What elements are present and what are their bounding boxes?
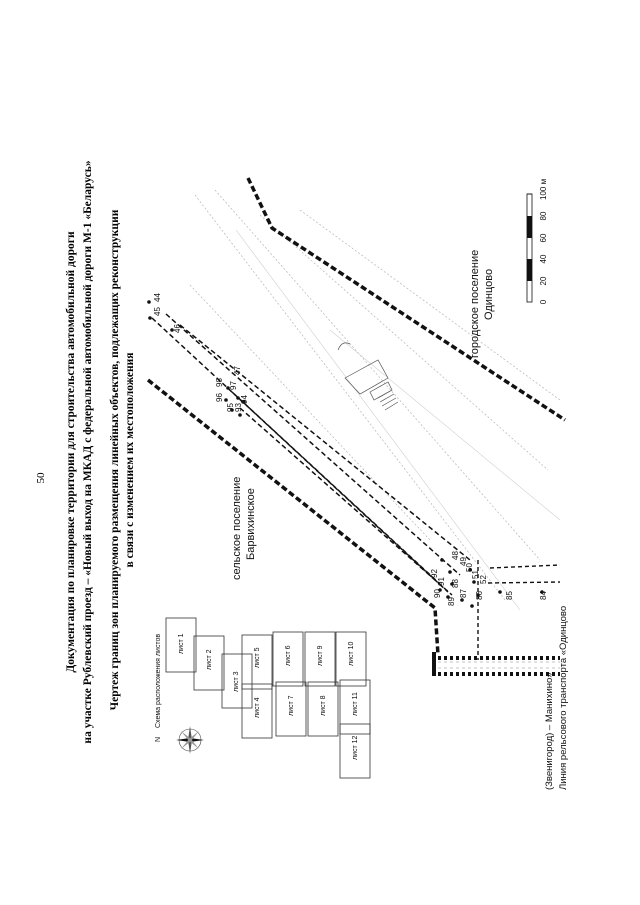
- rural-settlement-label-2: Барвихинское: [245, 488, 257, 560]
- point-label-98: 98: [215, 378, 224, 387]
- sheet-label-6: лист 6: [285, 645, 292, 666]
- document-title-line1: Документация по планировке территории дл…: [65, 231, 77, 673]
- index-map-title: Схема расположения листов: [155, 634, 162, 728]
- point-label-90: 90: [433, 589, 442, 598]
- point-label-85: 85: [505, 591, 514, 600]
- corridor-vertical: [477, 560, 561, 660]
- sheet-label-10: лист 10: [348, 641, 355, 666]
- scale-unit-label: 100 м: [539, 179, 548, 200]
- sheet-grid: [165, 617, 371, 779]
- point-label-91: 91: [437, 577, 446, 586]
- sheet-label-4: лист 4: [254, 697, 261, 718]
- point-label-50: 50: [465, 563, 474, 572]
- scale-tick-80: 80: [539, 211, 548, 220]
- point-label-92: 92: [430, 569, 439, 578]
- sheet-label-11: лист 11: [352, 692, 359, 716]
- scale-tick-60: 60: [539, 233, 548, 242]
- point-markers: [147, 300, 544, 608]
- scale-tick-20: 20: [539, 276, 548, 285]
- point-label-96: 96: [215, 393, 224, 402]
- terrain-solid: [235, 229, 561, 611]
- point-label-51: 51: [471, 570, 480, 579]
- zone-boundary-lower: [146, 378, 440, 656]
- zone-boundary-upper: [246, 177, 566, 422]
- scale-tick-40: 40: [539, 254, 548, 263]
- drawing-title-line1: Чертеж границ зон планируемого размещени…: [109, 209, 121, 710]
- map-area: 44 45 46 47 98 96 97 95 93 94 48 49 50 5…: [146, 177, 569, 790]
- point-label-94: 94: [240, 395, 249, 404]
- compass-rose-icon: [176, 726, 204, 754]
- sheet-label-9: лист 9: [317, 645, 324, 666]
- point-label-45: 45: [153, 307, 162, 316]
- sheet-label-5: лист 5: [254, 647, 261, 668]
- sheet-label-12: лист 12: [352, 735, 359, 760]
- railway-label-1: Линия рельсового транспорта «Одинцово: [558, 606, 569, 790]
- point-label-44: 44: [153, 293, 162, 302]
- planned-corridor: [151, 313, 471, 596]
- scale-tick-0: 0: [539, 299, 548, 304]
- page-number: 50: [35, 472, 47, 484]
- document-title-line2: на участке Рублевский проезд – «Новый вы…: [82, 160, 94, 743]
- point-label-46: 46: [173, 324, 182, 333]
- point-label-87: 87: [459, 589, 468, 598]
- point-label-89: 89: [447, 597, 456, 606]
- rural-settlement-label-1: сельское поселение: [231, 477, 243, 580]
- point-label-52: 52: [479, 575, 488, 584]
- point-label-97: 97: [229, 381, 238, 390]
- point-label-95: 95: [226, 403, 235, 412]
- sheet-label-1: лист 1: [178, 633, 185, 654]
- sheet-label-2: лист 2: [206, 649, 213, 670]
- point-label-93: 93: [234, 403, 243, 412]
- sheet-label-7: лист 7: [288, 695, 295, 716]
- railway-lines: [432, 652, 560, 676]
- point-label-86: 86: [475, 591, 484, 600]
- railway-label-2: (Звенигород) – Манихино»: [544, 672, 555, 790]
- point-label-88: 88: [451, 579, 460, 588]
- sheet-label-8: лист 8: [320, 695, 327, 716]
- point-label-49: 49: [459, 557, 468, 566]
- urban-settlement-label-2: Одинцово: [483, 269, 495, 320]
- building-outline: [337, 342, 399, 411]
- terrain-lines: [189, 189, 561, 601]
- point-label-47: 47: [233, 366, 242, 375]
- point-label-84: 84: [539, 591, 548, 600]
- scale-bar: [526, 193, 533, 303]
- index-map: Схема расположения листов N лист 1: [155, 617, 371, 779]
- north-label: N: [155, 737, 162, 742]
- point-label-48: 48: [451, 551, 460, 560]
- drawing-title-line2: в связи с изменением их местоположения: [124, 353, 136, 568]
- sheet-label-3: лист 3: [233, 671, 240, 692]
- urban-settlement-label-1: городское поселение: [469, 250, 481, 358]
